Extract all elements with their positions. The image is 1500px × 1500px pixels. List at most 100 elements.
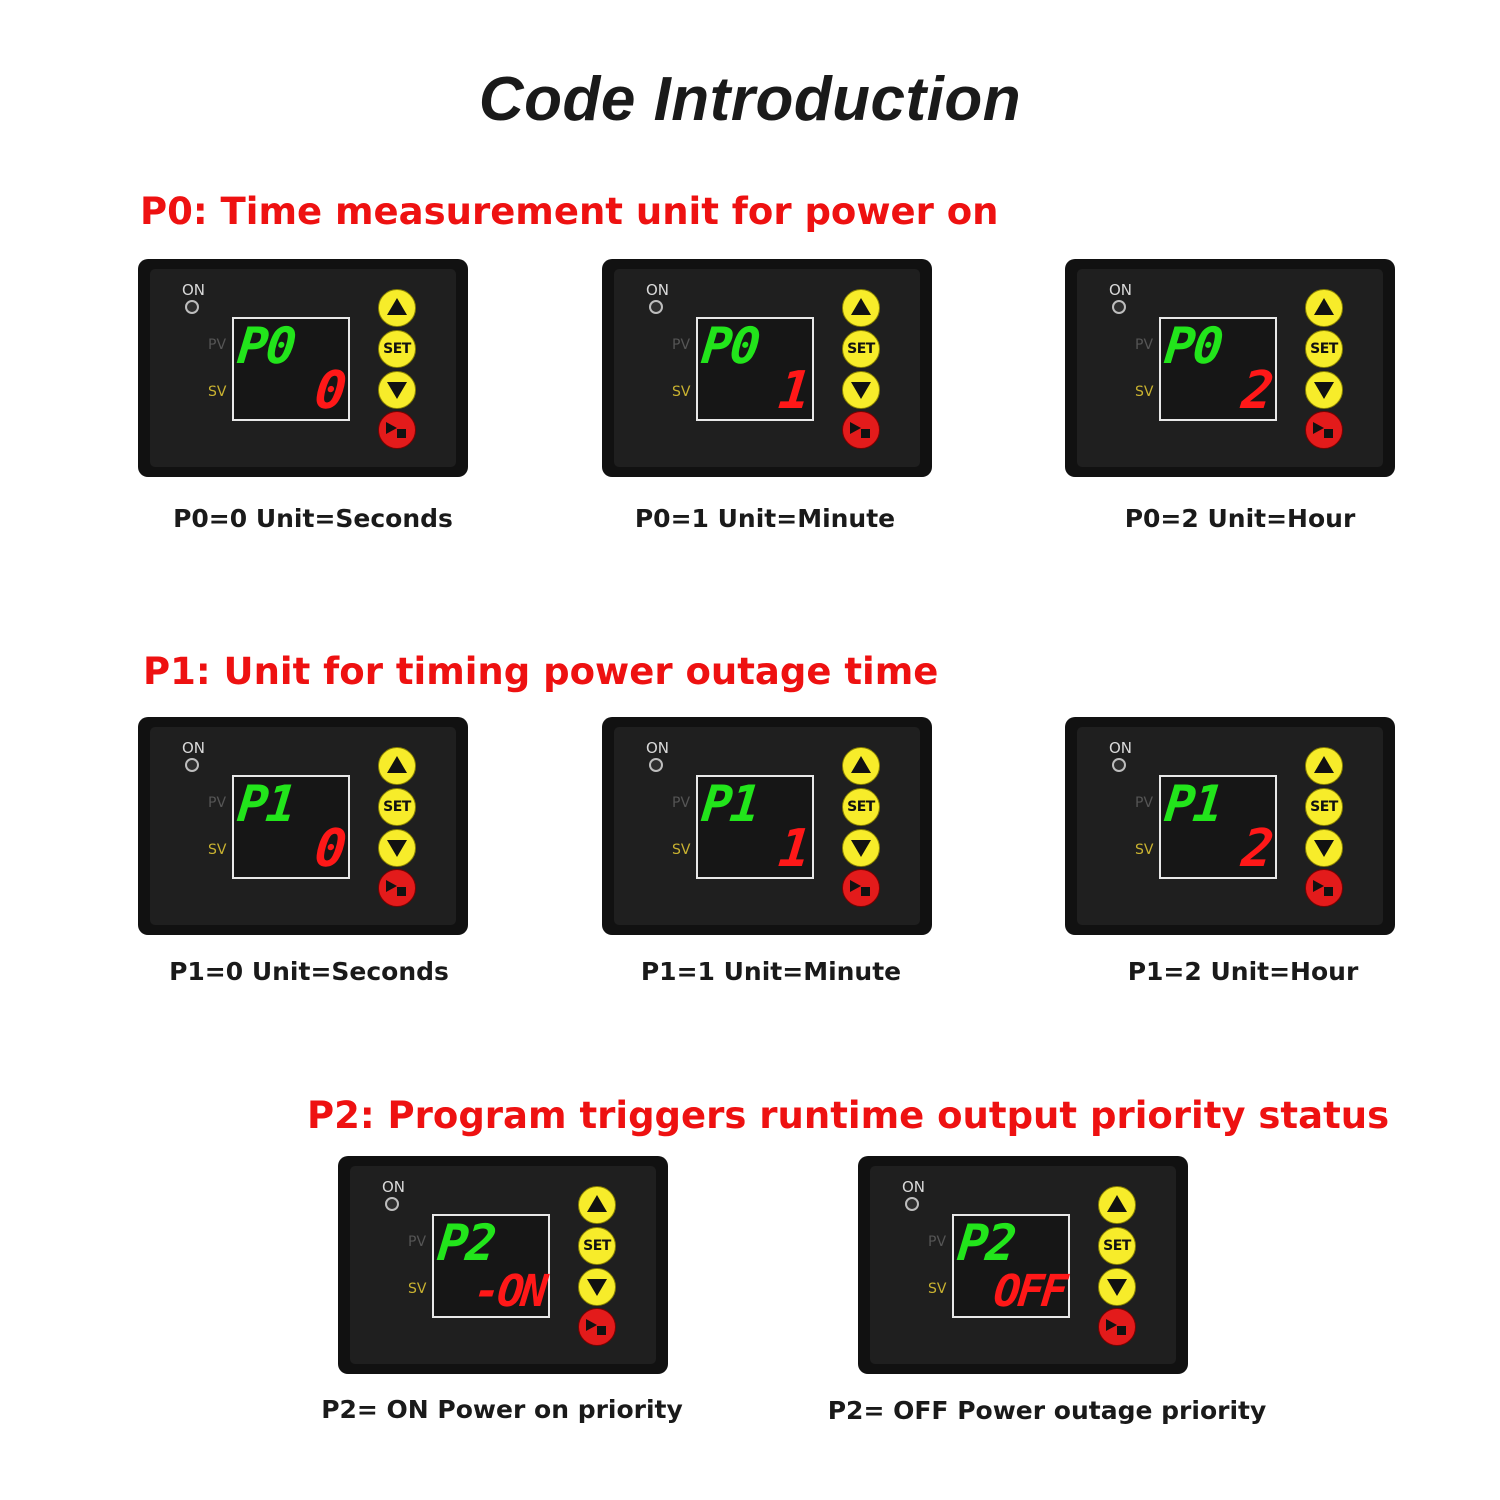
up-button[interactable]: [578, 1186, 616, 1224]
set-button-label: SET: [847, 799, 875, 815]
run-stop-button[interactable]: [378, 869, 416, 907]
on-indicator-led: [1112, 758, 1126, 772]
up-arrow-icon: [851, 298, 871, 315]
play-icon: [386, 880, 397, 892]
down-arrow-icon: [387, 840, 407, 857]
pv-display: P1: [698, 775, 762, 833]
down-arrow-icon: [1107, 1279, 1127, 1296]
on-label: ON: [1109, 281, 1133, 299]
stop-icon: [597, 1326, 606, 1335]
sv-label: SV: [928, 1281, 947, 1297]
section-heading-p0: P0: Time measurement unit for power on: [140, 190, 999, 233]
timer-device-p0-0: ON PV SV P0 0 SET: [138, 259, 468, 477]
up-button[interactable]: [1305, 747, 1343, 785]
pv-label: PV: [1135, 795, 1154, 811]
pv-display: P2: [954, 1214, 1018, 1272]
run-stop-button[interactable]: [578, 1308, 616, 1346]
sv-label: SV: [408, 1281, 427, 1297]
caption-p2-on: P2= ON Power on priority: [321, 1395, 683, 1424]
display-screen: P0 0: [232, 317, 350, 421]
set-button[interactable]: SET: [1305, 788, 1343, 826]
run-stop-button[interactable]: [1305, 869, 1343, 907]
set-button[interactable]: SET: [842, 788, 880, 826]
run-stop-button[interactable]: [378, 411, 416, 449]
up-arrow-icon: [387, 756, 407, 773]
sv-display: 0: [311, 361, 348, 421]
sv-label: SV: [208, 842, 227, 858]
down-button[interactable]: [1098, 1268, 1136, 1306]
play-icon: [586, 1319, 597, 1331]
sv-display: -ON: [470, 1266, 547, 1317]
on-label: ON: [182, 739, 206, 757]
on-label: ON: [182, 281, 206, 299]
up-arrow-icon: [1314, 756, 1334, 773]
down-button[interactable]: [842, 829, 880, 867]
set-button[interactable]: SET: [378, 788, 416, 826]
down-button[interactable]: [378, 371, 416, 409]
down-button[interactable]: [378, 829, 416, 867]
set-button-label: SET: [583, 1238, 611, 1254]
section-heading-p1: P1: Unit for timing power outage time: [143, 650, 939, 693]
caption-p1-1: P1=1 Unit=Minute: [640, 957, 902, 986]
stop-icon: [397, 887, 406, 896]
set-button[interactable]: SET: [578, 1227, 616, 1265]
set-button-label: SET: [847, 341, 875, 357]
pv-display: P2: [434, 1214, 498, 1272]
up-arrow-icon: [387, 298, 407, 315]
up-button[interactable]: [1305, 289, 1343, 327]
stop-icon: [397, 429, 406, 438]
set-button[interactable]: SET: [1098, 1227, 1136, 1265]
section-heading-p2: P2: Program triggers runtime output prio…: [307, 1094, 1390, 1137]
up-button[interactable]: [842, 289, 880, 327]
caption-p1-2: P1=2 Unit=Hour: [1127, 957, 1359, 986]
down-button[interactable]: [1305, 371, 1343, 409]
on-label: ON: [1109, 739, 1133, 757]
sv-display: 1: [775, 361, 812, 421]
sv-label: SV: [1135, 842, 1154, 858]
sv-label: SV: [1135, 384, 1154, 400]
pv-display: P0: [234, 317, 298, 375]
set-button[interactable]: SET: [1305, 330, 1343, 368]
pv-label: PV: [408, 1234, 427, 1250]
pv-label: PV: [1135, 337, 1154, 353]
pv-display: P0: [1161, 317, 1225, 375]
up-button[interactable]: [842, 747, 880, 785]
timer-device-p0-2: ON PV SV P0 2 SET: [1065, 259, 1395, 477]
sv-display: 1: [775, 819, 812, 879]
set-button[interactable]: SET: [378, 330, 416, 368]
pv-display: P1: [234, 775, 298, 833]
on-indicator-led: [649, 758, 663, 772]
on-indicator-led: [649, 300, 663, 314]
caption-p0-0: P0=0 Unit=Seconds: [173, 504, 453, 533]
sv-label: SV: [672, 842, 691, 858]
caption-p0-1: P0=1 Unit=Minute: [634, 504, 896, 533]
run-stop-button[interactable]: [842, 869, 880, 907]
page-title: Code Introduction: [478, 65, 1022, 134]
run-stop-button[interactable]: [842, 411, 880, 449]
display-screen: P2 -ON: [432, 1214, 550, 1318]
down-button[interactable]: [842, 371, 880, 409]
play-icon: [1313, 880, 1324, 892]
run-stop-button[interactable]: [1098, 1308, 1136, 1346]
on-label: ON: [646, 739, 670, 757]
down-arrow-icon: [1314, 382, 1334, 399]
down-arrow-icon: [851, 382, 871, 399]
down-button[interactable]: [1305, 829, 1343, 867]
timer-device-p0-1: ON PV SV P0 1 SET: [602, 259, 932, 477]
up-arrow-icon: [851, 756, 871, 773]
run-stop-button[interactable]: [1305, 411, 1343, 449]
up-button[interactable]: [378, 747, 416, 785]
down-arrow-icon: [387, 382, 407, 399]
up-button[interactable]: [378, 289, 416, 327]
set-button-label: SET: [1103, 1238, 1131, 1254]
pv-display: P0: [698, 317, 762, 375]
up-button[interactable]: [1098, 1186, 1136, 1224]
stop-icon: [1117, 1326, 1126, 1335]
caption-p1-0: P1=0 Unit=Seconds: [169, 957, 449, 986]
set-button-label: SET: [1310, 799, 1338, 815]
set-button[interactable]: SET: [842, 330, 880, 368]
sv-display: OFF: [990, 1266, 1067, 1317]
set-button-label: SET: [383, 799, 411, 815]
sv-display: 0: [311, 819, 348, 879]
down-button[interactable]: [578, 1268, 616, 1306]
